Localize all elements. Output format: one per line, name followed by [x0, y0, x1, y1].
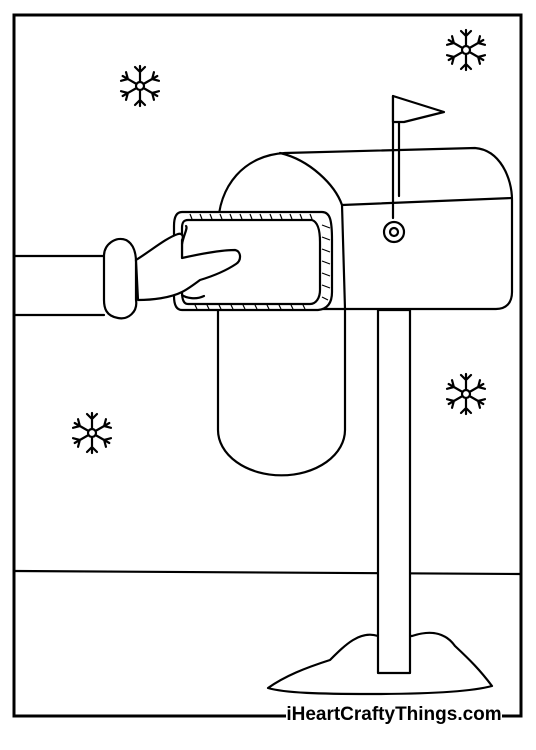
- snowflake-icon: [71, 411, 113, 455]
- mailbox-door: [216, 306, 347, 477]
- hand-icon: [13, 224, 242, 320]
- snowflake-icon: [445, 372, 487, 416]
- letter-card: [172, 210, 334, 312]
- snowflake-icon: [119, 64, 161, 108]
- ground-line: [13, 569, 522, 576]
- snowflake-icon: [445, 28, 487, 72]
- site-credit: iHeartCraftyThings.com: [286, 702, 502, 728]
- mailbox-post: [376, 308, 412, 675]
- page-frame: [12, 13, 523, 718]
- flag-icon: [391, 94, 446, 220]
